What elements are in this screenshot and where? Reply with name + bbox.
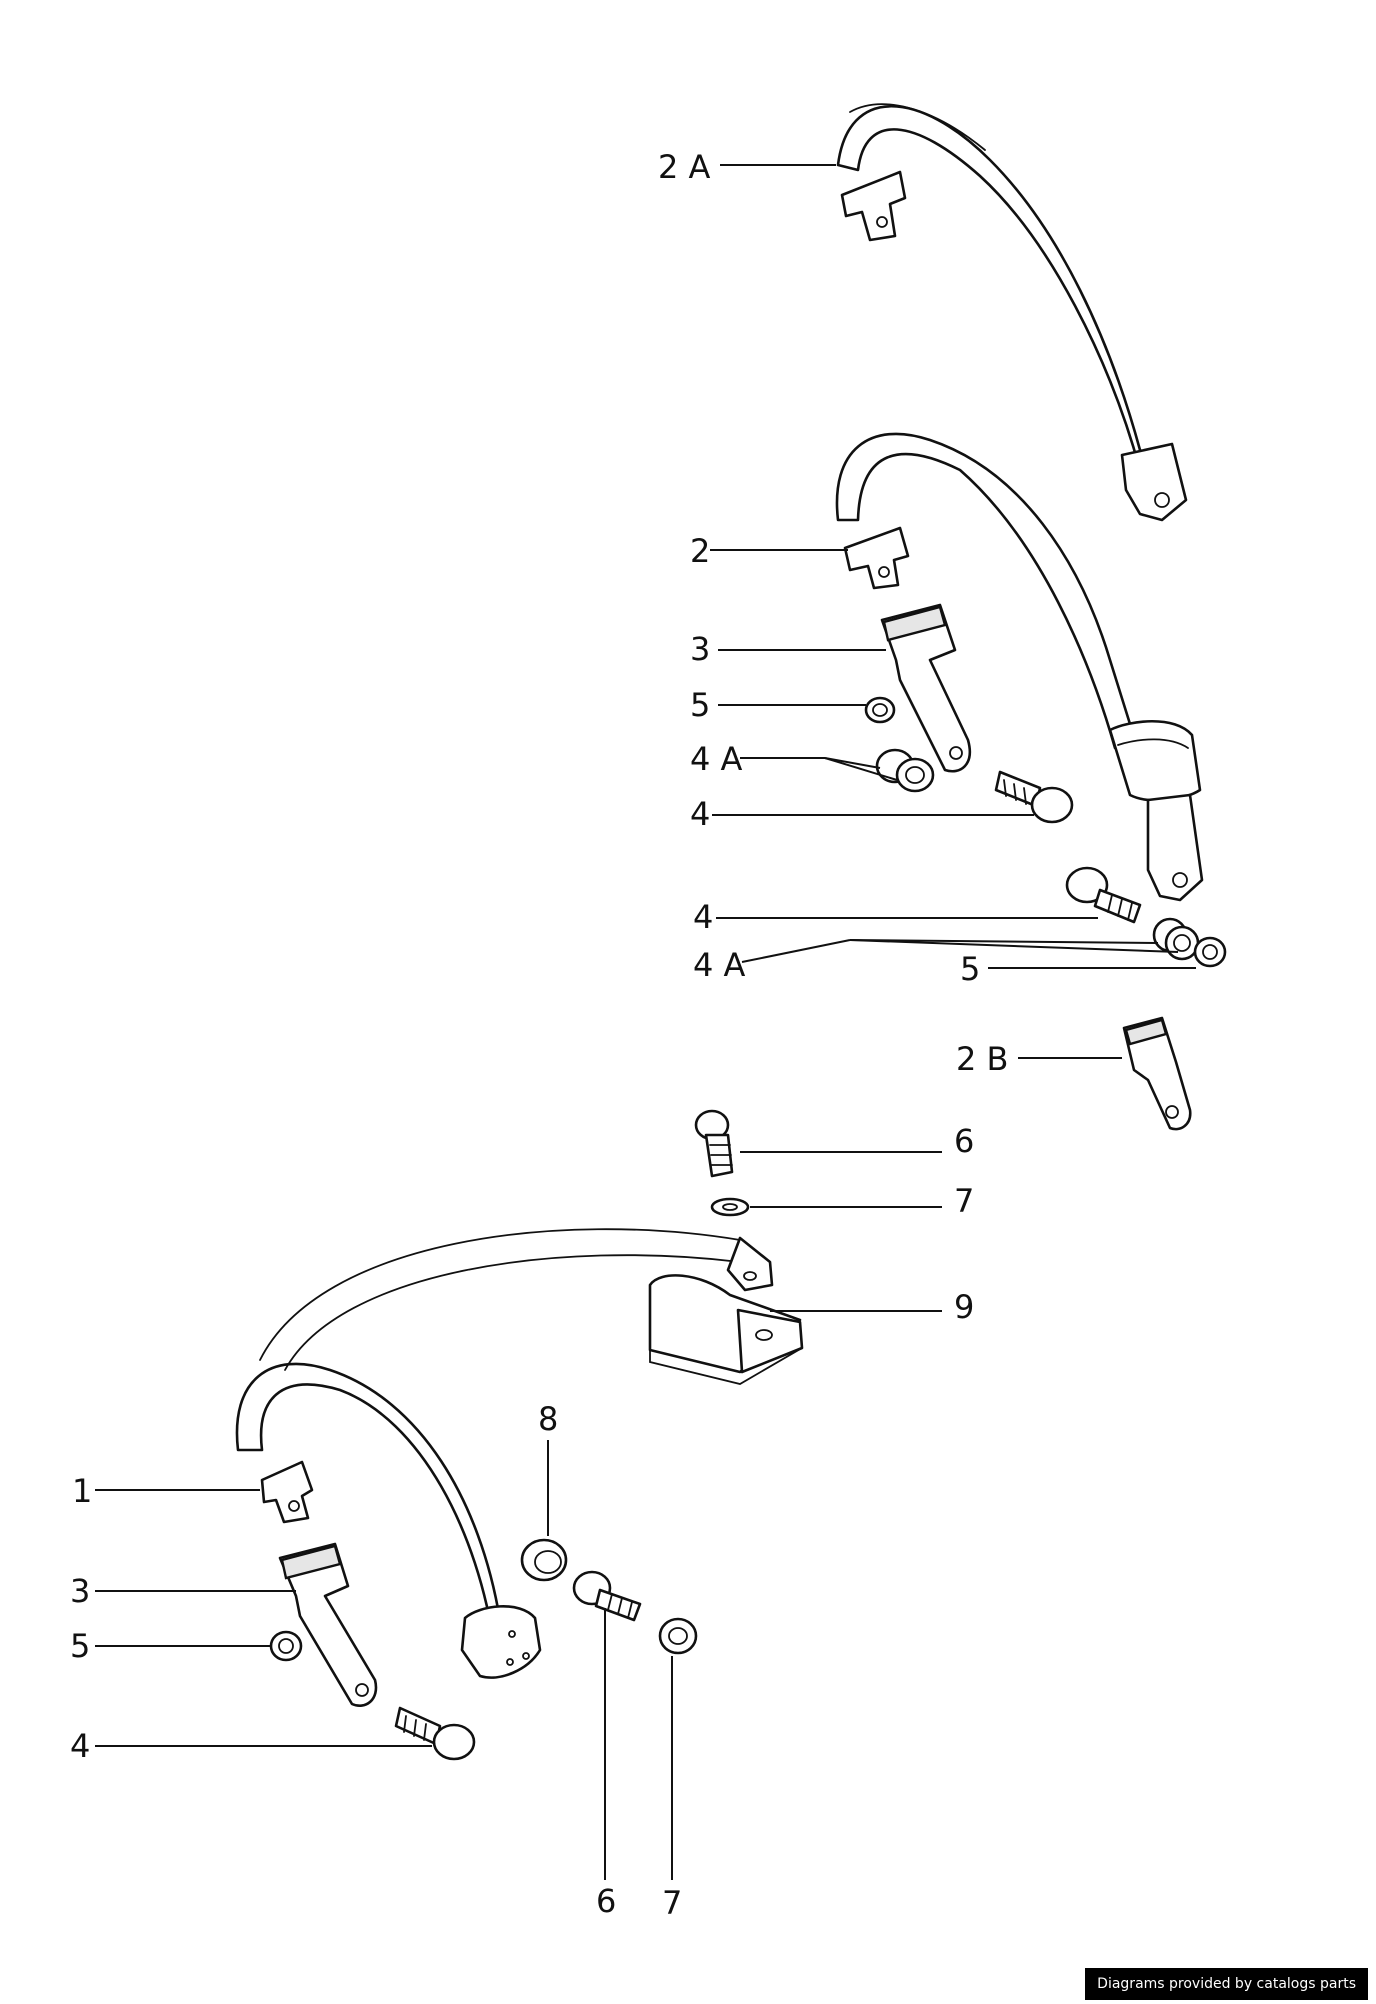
callout-6-bottom: 6 xyxy=(596,1882,616,1920)
buckle-3-bottom xyxy=(278,1542,378,1707)
bolt-6-bottom xyxy=(572,1570,642,1622)
bushing-8 xyxy=(520,1538,568,1582)
washer-7-top xyxy=(710,1197,750,1217)
callout-8: 8 xyxy=(538,1400,558,1438)
buckle-tongue-2b xyxy=(1122,1016,1192,1131)
callout-5-bottom: 5 xyxy=(70,1627,90,1665)
leader-lines xyxy=(95,164,1196,1880)
callout-2b: 2 B xyxy=(956,1040,1008,1078)
callout-3-bottom: 3 xyxy=(70,1572,90,1610)
callout-2a: 2 A xyxy=(658,148,711,186)
callout-4a-top: 4 A xyxy=(690,740,743,778)
callout-4-top: 4 xyxy=(690,795,710,833)
spacer-4a-top xyxy=(875,748,935,793)
bolt-4-mid xyxy=(1065,866,1142,924)
belt-strap-2a xyxy=(836,103,1188,522)
callout-7-top: 7 xyxy=(954,1182,974,1220)
spacer-4a-mid xyxy=(1152,917,1200,961)
callout-5-top: 5 xyxy=(690,686,710,724)
washer-5-bottom xyxy=(269,1630,303,1662)
bolt-6-top xyxy=(694,1109,734,1178)
bracket-9 xyxy=(648,1274,804,1385)
callout-4a-mid: 4 A xyxy=(693,946,746,984)
lap-belt-1 xyxy=(235,1228,774,1679)
washer-5-mid xyxy=(1193,936,1227,968)
bolt-4-bottom xyxy=(394,1706,476,1761)
callout-2: 2 xyxy=(690,532,710,570)
callout-5-mid: 5 xyxy=(960,950,980,988)
callout-7-bottom: 7 xyxy=(662,1884,682,1922)
callout-labels: 2 A 2 3 5 4 A 4 4 4 A 5 2 B 6 7 9 8 1 3 … xyxy=(70,148,1008,1922)
bolt-4-top xyxy=(994,770,1074,824)
callout-6-top: 6 xyxy=(954,1122,974,1160)
washer-7-bottom xyxy=(658,1617,698,1655)
callout-4-mid: 4 xyxy=(693,898,713,936)
callout-9: 9 xyxy=(954,1288,974,1326)
buckle-3-top xyxy=(880,603,971,773)
footer-credit: Diagrams provided by catalogs parts xyxy=(1085,1968,1368,2000)
callout-4-bottom: 4 xyxy=(70,1727,90,1765)
callout-1: 1 xyxy=(72,1472,92,1510)
callout-3-top: 3 xyxy=(690,630,710,668)
belt-assembly-2 xyxy=(835,432,1204,902)
washer-5-top xyxy=(864,696,896,724)
